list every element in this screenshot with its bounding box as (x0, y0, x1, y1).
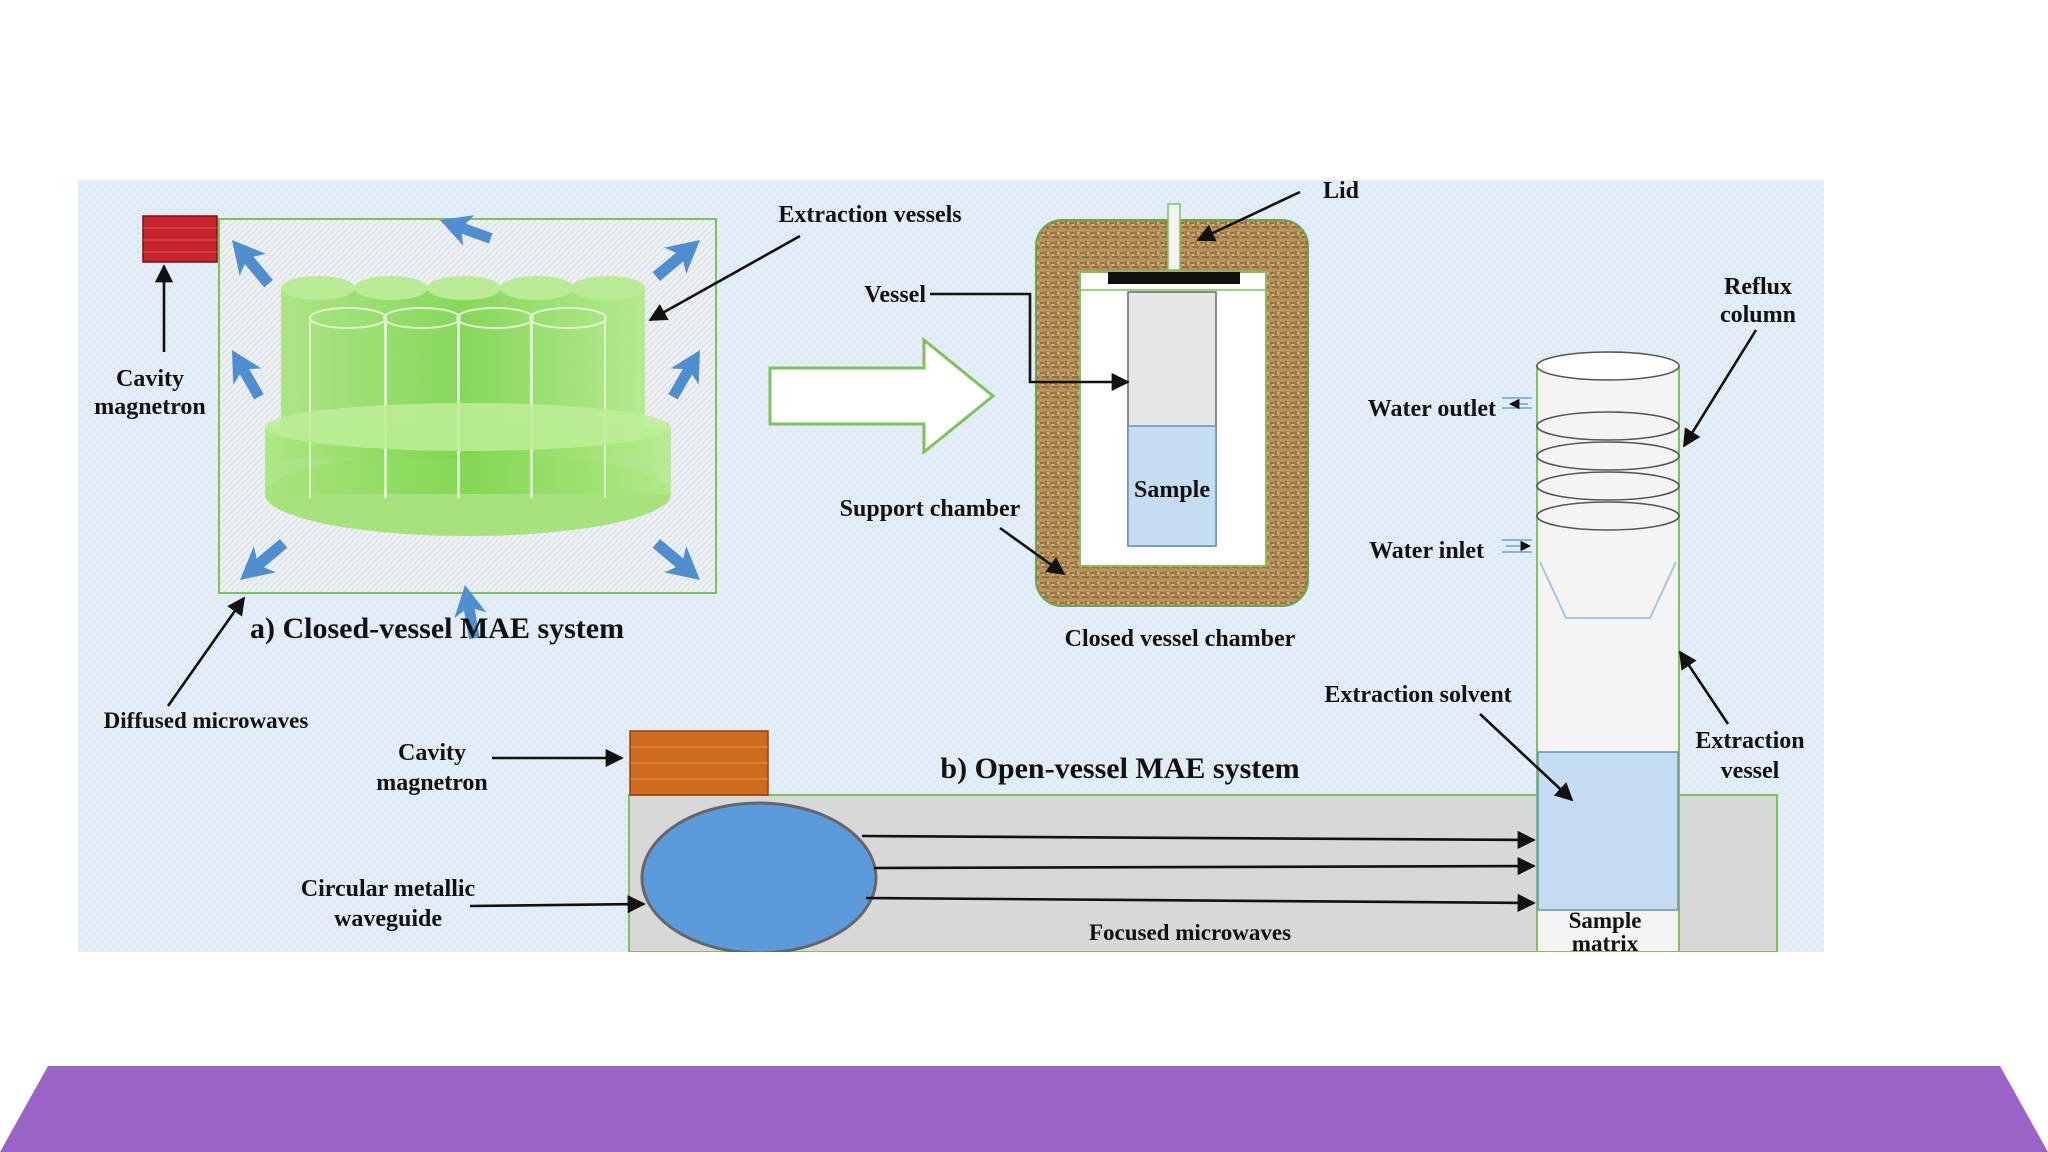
circular-waveguide-ellipse (640, 801, 878, 955)
open-system-title: b) Open-vessel MAE system (940, 752, 1299, 785)
cavity-magnetron-block (142, 215, 218, 263)
sample-label: Sample (1134, 477, 1210, 503)
water-inlet-label: Water inlet (1369, 538, 1484, 564)
process-arrow (768, 336, 996, 456)
vessel-base-top (265, 403, 671, 451)
extraction-vessels-label: Extraction vessels (778, 202, 961, 228)
closed-vessel-chamber-caption: Closed vessel chamber (1065, 626, 1296, 652)
reflux-coils (1536, 411, 1680, 531)
lid-stem (1167, 203, 1181, 271)
lid-plate (1108, 272, 1240, 284)
focused-microwaves-label: Focused microwaves (1089, 920, 1291, 945)
closed-vessel-chamber-group: Lid Vessel Sample Support chamber Closed… (840, 178, 1360, 652)
column-funnel (1539, 561, 1677, 619)
vessel-label: Vessel (864, 282, 926, 308)
sample-fill (1127, 425, 1217, 547)
diffused-microwaves-label: Diffused microwaves (104, 708, 309, 733)
lid-label: Lid (1323, 178, 1360, 204)
extraction-solvent-fill (1537, 751, 1679, 911)
water-outlet-label: Water outlet (1368, 396, 1496, 422)
closed-system-title: a) Closed-vessel MAE system (250, 612, 624, 645)
column-top-rim (1536, 351, 1680, 381)
support-chamber-label: Support chamber (840, 496, 1021, 522)
extraction-solvent-label: Extraction solvent (1324, 682, 1511, 708)
